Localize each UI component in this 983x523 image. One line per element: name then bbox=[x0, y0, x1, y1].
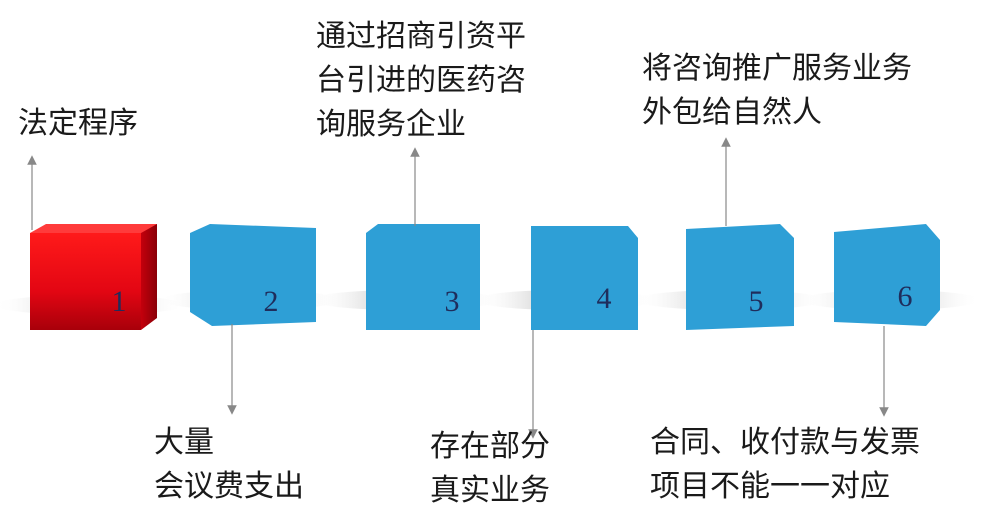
step-2-block: 2 bbox=[190, 224, 316, 326]
step-3-label-line: 询服务企业 bbox=[316, 107, 466, 142]
step-5-label-line: 外包给自然人 bbox=[642, 95, 822, 130]
step-1-front-face bbox=[30, 233, 141, 330]
step-6-block: 6 bbox=[834, 224, 940, 326]
step-4-label: 存在部分 真实业务 bbox=[430, 425, 550, 513]
step-3-block: 3 bbox=[366, 224, 480, 330]
step-2-shape bbox=[190, 224, 316, 326]
step-3-number: 3 bbox=[445, 285, 460, 318]
step-3-label-line: 通过招商引资平 bbox=[316, 19, 526, 54]
step-4-block: 4 bbox=[531, 226, 638, 330]
step-1-top-face bbox=[30, 224, 157, 233]
step-4-number: 4 bbox=[597, 282, 612, 315]
step-5-shape bbox=[686, 224, 794, 330]
step-4-label-line: 存在部分 bbox=[430, 429, 550, 464]
step-6-label-line: 合同、收付款与发票 bbox=[650, 425, 920, 460]
step-2-label-line: 大量 bbox=[154, 425, 214, 460]
step-3-label: 通过招商引资平 台引进的医药咨 询服务企业 bbox=[316, 15, 526, 147]
step-1-label: 法定程序 bbox=[18, 102, 138, 146]
step-6-shape bbox=[834, 224, 940, 326]
step-3-shape bbox=[366, 224, 480, 330]
step-1-number: 1 bbox=[112, 285, 127, 318]
step-5-label: 将咨询推广服务业务 外包给自然人 bbox=[642, 47, 912, 135]
step-4-shape bbox=[531, 226, 638, 330]
step-2-number: 2 bbox=[264, 285, 279, 318]
step-1-label-line: 法定程序 bbox=[18, 106, 138, 141]
step-3-label-line: 台引进的医药咨 bbox=[316, 63, 526, 98]
step-1-block: 1 bbox=[30, 224, 157, 330]
step-6-label: 合同、收付款与发票 项目不能一一对应 bbox=[650, 421, 920, 509]
step-5-label-line: 将咨询推广服务业务 bbox=[642, 51, 912, 86]
step-4-label-line: 真实业务 bbox=[430, 473, 550, 508]
step-6-label-line: 项目不能一一对应 bbox=[650, 469, 890, 504]
step-1-side-face bbox=[141, 224, 157, 330]
step-2-label: 大量 会议费支出 bbox=[154, 421, 304, 509]
step-6-number: 6 bbox=[898, 280, 913, 313]
connector-arrows bbox=[27, 137, 889, 439]
step-5-block: 5 bbox=[686, 224, 794, 330]
step-2-label-line: 会议费支出 bbox=[154, 469, 304, 504]
step-5-number: 5 bbox=[749, 285, 764, 318]
